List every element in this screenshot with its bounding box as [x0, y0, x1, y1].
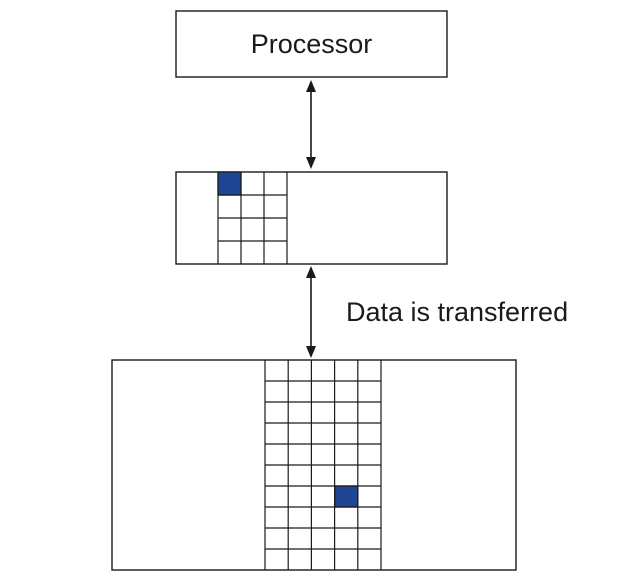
cache-highlighted-cell: [217, 171, 242, 196]
cache-memory-arrow: [306, 266, 316, 358]
processor-cache-arrow-head-down: [306, 157, 316, 169]
memory-block: [111, 359, 517, 571]
cache-memory-arrow-head-up: [306, 266, 316, 278]
transfer-label: Data is transferred: [346, 297, 568, 327]
memory-grid: [264, 360, 382, 570]
processor-box: [175, 10, 448, 78]
cache-memory-arrow-head-down: [306, 346, 316, 358]
cache-box: [175, 171, 448, 265]
cache-block: [175, 171, 448, 265]
memory-highlighted-cell: [334, 485, 359, 508]
processor-cache-arrow-head-up: [306, 80, 316, 92]
processor-cache-arrow: [306, 80, 316, 169]
processor-block: Processor: [175, 10, 448, 78]
processor-label: Processor: [251, 29, 373, 59]
cache-grid: [217, 171, 288, 264]
